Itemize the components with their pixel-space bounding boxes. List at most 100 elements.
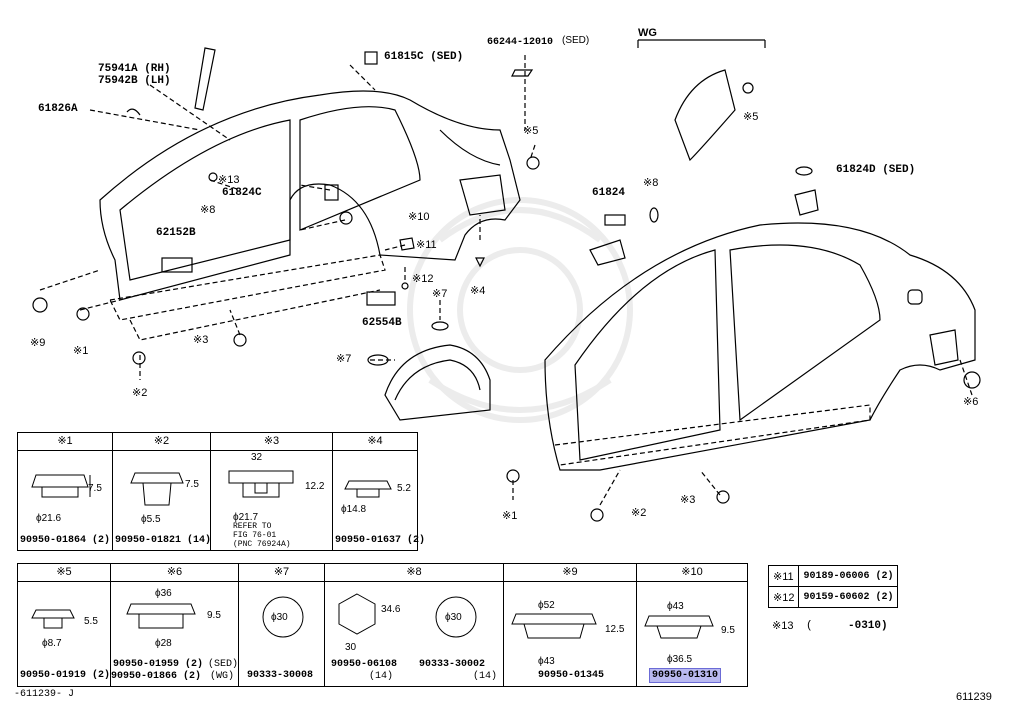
callout-13[interactable]: ※13 — [218, 174, 240, 186]
plug-7-sketch — [262, 596, 304, 638]
table2-dim-7a: ϕ30 — [271, 612, 288, 623]
callout-61824[interactable]: 61824 — [592, 187, 626, 199]
cap-61815-part — [364, 51, 378, 65]
side-row-12[interactable]: ※12 90159-60602 (2) — [767, 586, 899, 608]
callout-6[interactable]: ※6 — [963, 396, 979, 408]
plug-13-part — [208, 172, 218, 182]
note-13-mark: ※13 — [772, 620, 794, 632]
plug-2a-part — [132, 351, 146, 365]
table2-dim-8a: 34.6 — [381, 604, 401, 615]
callout-62554b[interactable]: 62554B — [362, 317, 402, 329]
table2-part-10[interactable]: 90950-01310 — [648, 668, 722, 683]
callout-3a[interactable]: ※3 — [193, 334, 209, 346]
table2-dim-10b: 9.5 — [721, 625, 735, 636]
table2-head-6: ※6 — [111, 564, 238, 582]
table1-part-2[interactable]: 90950-01821 (14) — [115, 535, 212, 546]
table2-part-8a[interactable]: 90950-06108 — [331, 659, 398, 670]
table1-cell-4: ※4 5.2 ϕ14.8 90950-01637 (2) — [333, 433, 425, 550]
right-body-side-panel — [544, 222, 976, 471]
watermark-emblem — [407, 197, 633, 423]
table2-dim-6c: ϕ28 — [155, 638, 172, 649]
side-part-11[interactable]: 90189-06006 (2) — [798, 565, 899, 587]
table2-part-6b[interactable]: 90950-01866 (2) — [111, 671, 202, 682]
bolt-12-part — [401, 282, 409, 290]
table2-qty-8b: (14) — [473, 671, 498, 682]
callout-2a[interactable]: ※2 — [132, 387, 148, 399]
left-body-side-panel — [99, 90, 521, 341]
callout-wg: WG — [638, 27, 657, 39]
callout-75941a[interactable]: 75941A (RH) — [98, 63, 171, 75]
table2-dim-10c: ϕ36.5 — [667, 654, 693, 665]
callout-61815c[interactable]: 61815C (SED) — [384, 51, 464, 63]
plug-4-part — [475, 257, 485, 268]
callout-7b[interactable]: ※7 — [336, 353, 352, 365]
table2-dim-10a: ϕ43 — [667, 601, 684, 612]
table2-cell-6: ※6 ϕ36 9.5 ϕ28 90950-01959 (2) 90950-018… — [111, 564, 239, 686]
table2-cell-7: ※7 ϕ30 90333-30008 — [239, 564, 325, 686]
callout-61824d[interactable]: 61824D (SED) — [836, 164, 916, 176]
table2-part-9[interactable]: 90950-01345 — [538, 670, 605, 681]
table2-part-7[interactable]: 90333-30008 — [247, 670, 314, 681]
callout-5a[interactable]: ※5 — [523, 125, 539, 137]
callout-3b[interactable]: ※3 — [680, 494, 696, 506]
table2-cell-10: ※10 ϕ43 9.5 ϕ36.5 90950-01310 — [637, 564, 747, 686]
callout-66244[interactable]: 66244-12010 — [487, 37, 554, 48]
table2-part-5[interactable]: 90950-01919 (2) — [20, 670, 111, 681]
callout-4[interactable]: ※4 — [470, 285, 486, 297]
callout-8b[interactable]: ※8 — [643, 177, 659, 189]
clip-3a-part — [233, 333, 247, 347]
table2-dim-5b: ϕ8.7 — [42, 638, 62, 649]
table1-head-4: ※4 — [333, 433, 417, 451]
wheel-house-liner-inner — [394, 359, 481, 401]
table2-part-6a[interactable]: 90950-01959 (2) — [113, 659, 204, 670]
plug-6-part — [963, 371, 981, 389]
table2-dim-8c: ϕ30 — [445, 612, 462, 623]
callout-1b[interactable]: ※1 — [502, 510, 518, 522]
side-part-12[interactable]: 90159-60602 (2) — [798, 586, 899, 608]
wg-bracket — [637, 39, 766, 48]
table1-head-1: ※1 — [18, 433, 112, 451]
plug-10-part — [339, 211, 353, 225]
callout-5b[interactable]: ※5 — [743, 111, 759, 123]
table1-note-3: REFER TO FIG 76-01 (PNC 76924A) — [233, 522, 291, 549]
table1-dim-2a: 7.5 — [185, 479, 199, 490]
callout-7a[interactable]: ※7 — [432, 288, 448, 300]
table2-head-10: ※10 — [637, 564, 747, 582]
table1-head-3: ※3 — [211, 433, 332, 451]
clip-66244-part — [511, 69, 534, 77]
callout-11[interactable]: ※11 — [416, 239, 437, 251]
right-leader-lines — [512, 359, 973, 506]
callout-75942b[interactable]: 75942B (LH) — [98, 75, 171, 87]
plug-4-sketch — [344, 480, 392, 498]
side-row-11[interactable]: ※11 90189-06006 (2) — [767, 565, 899, 587]
callout-12[interactable]: ※12 — [412, 273, 434, 285]
callout-61824c[interactable]: 61824C — [222, 187, 262, 199]
pad-62152b-part — [161, 257, 193, 273]
table1-dim-1a: 7.5 — [88, 483, 102, 494]
plug-2b-part — [590, 508, 604, 522]
callout-1a[interactable]: ※1 — [73, 345, 89, 357]
table2-head-7: ※7 — [239, 564, 324, 582]
table1-part-1[interactable]: 90950-01864 (2) — [20, 535, 111, 546]
callout-9[interactable]: ※9 — [30, 337, 46, 349]
table2-qty-8a: (14) — [369, 671, 394, 682]
wg-quarter-panel-part — [674, 69, 736, 162]
table1-part-4[interactable]: 90950-01637 (2) — [335, 535, 426, 546]
table2-part-8b[interactable]: 90333-30002 — [419, 659, 486, 670]
bracket-61824-part — [589, 239, 626, 266]
table1-cell-1: ※1 7.5 ϕ21.6 90950-01864 (2) — [18, 433, 113, 550]
callout-8a[interactable]: ※8 — [200, 204, 216, 216]
wheel-house-liner-part — [384, 344, 491, 421]
plug-5a-part — [526, 156, 540, 170]
callout-66244-note: (SED) — [562, 35, 590, 46]
table2-cell-5: ※5 5.5 ϕ8.7 90950-01919 (2) — [18, 564, 111, 686]
callout-61826a[interactable]: 61826A — [38, 103, 78, 115]
plug-10-sketch — [644, 615, 714, 639]
table2-dim-8b: 30 — [345, 642, 357, 653]
table2-head-5: ※5 — [18, 564, 110, 582]
callout-62152b[interactable]: 62152B — [156, 227, 196, 239]
callout-10[interactable]: ※10 — [408, 211, 430, 223]
callout-2b[interactable]: ※2 — [631, 507, 647, 519]
side-mark-11: ※11 — [767, 565, 800, 587]
plug-7b-part — [367, 354, 389, 366]
